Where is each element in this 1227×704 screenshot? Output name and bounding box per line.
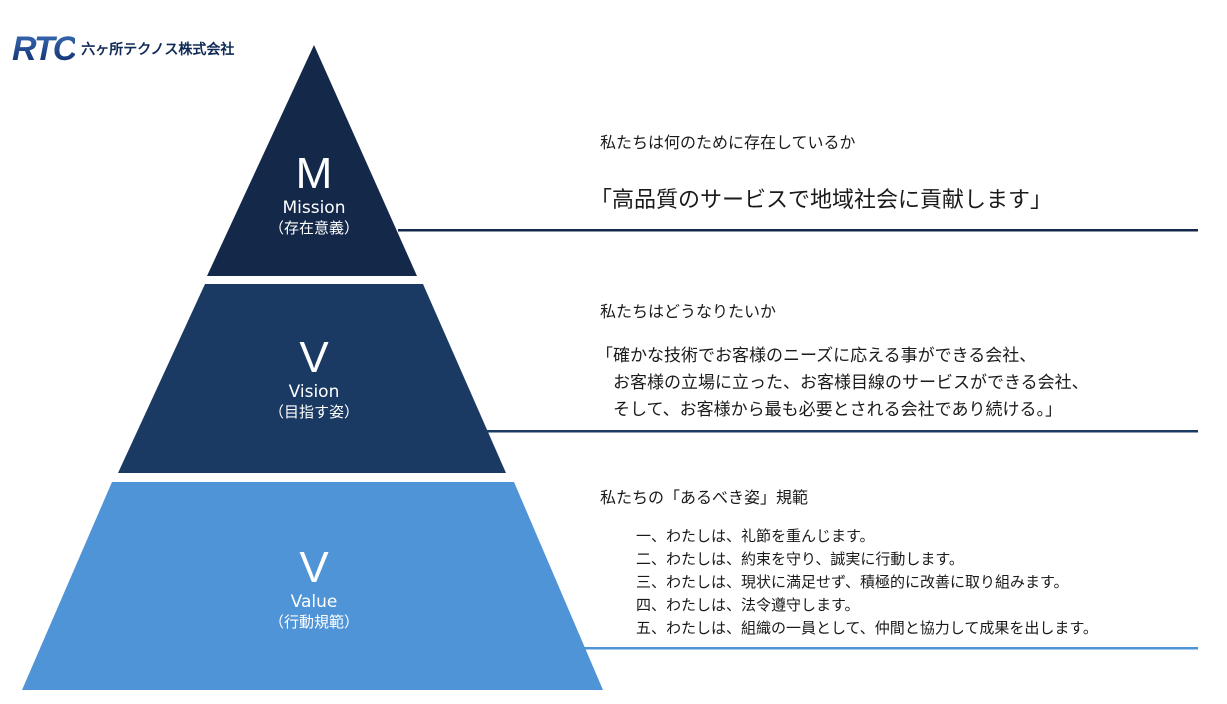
vision-letter: V [299,333,329,382]
vision-jp: （目指す姿） [268,403,359,421]
mission-divider [398,229,1198,232]
value-letter: V [299,543,329,592]
value-jp: （行動規範） [268,613,359,631]
value-en: Value [290,592,338,612]
mission-jp: （存在意義） [268,219,359,237]
mission-label: M Mission （存在意義） [214,150,414,238]
mission-statement: 「高品質のサービスで地域社会に貢献します」 [590,188,1053,213]
mission-question: 私たちは何のために存在しているか [600,133,856,152]
value-list: 一、わたしは、礼節を重んじます。 二、わたしは、約束を守り、誠実に行動します。 … [636,525,1098,640]
vision-line: お客様の立場に立った、お客様目線のサービスができる会社、 [596,373,1089,393]
value-item: 五、わたしは、組織の一員として、仲間と協力して成果を出します。 [636,619,1098,637]
mission-tier [207,45,417,276]
logo-mark: RTC [12,30,77,68]
value-item: 三、わたしは、現状に満足せず、積極的に改善に取り組みます。 [636,573,1069,591]
mission-letter: M [295,149,333,198]
vision-divider [484,430,1198,433]
vision-question: 私たちはどうなりたいか [600,302,777,321]
value-item: 四、わたしは、法令遵守します。 [636,596,860,614]
company-logo: RTC 六ヶ所テクノス株式会社 [12,30,234,68]
vision-tier [118,284,506,473]
value-item: 二、わたしは、約束を守り、誠実に行動します。 [636,550,964,568]
vision-line: そして、お客様から最も必要とされる会社であり続ける。」 [596,400,1062,420]
value-tier [22,482,603,690]
value-divider [580,647,1198,650]
vision-line: 「確かな技術でお客様のニーズに応える事ができる会社、 [596,346,1037,366]
vision-en: Vision [288,382,340,402]
company-name: 六ヶ所テクノス株式会社 [81,42,235,58]
value-label: V Value （行動規範） [214,544,414,632]
value-question: 私たちの「あるべき姿」規範 [600,488,809,507]
vision-statement: 「確かな技術でお客様のニーズに応える事ができる会社、 お客様の立場に立った、お客… [596,343,1089,424]
vision-label: V Vision （目指す姿） [214,334,414,422]
mission-en: Mission [282,198,346,218]
value-item: 一、わたしは、礼節を重んじます。 [636,527,875,545]
